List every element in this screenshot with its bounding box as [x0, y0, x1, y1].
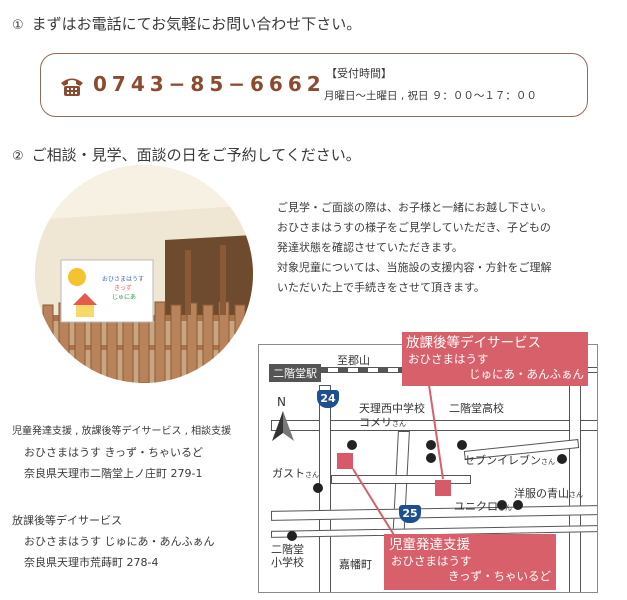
- hours-text: 月曜日〜土曜日 , 祝日 ９：００〜１７：００: [324, 90, 537, 102]
- sign-line3: じゅにあ: [112, 294, 137, 301]
- address2-category: 放課後等デイサービス: [12, 514, 122, 527]
- step1-heading: ① まずはお電話にてお気軽にお問い合わせ下さい。: [12, 13, 361, 34]
- address1-address: 奈良県天理市二階堂上ノ庄町 279-1: [24, 467, 203, 480]
- visit-description: ご見学・ご面談の際は、お子様と一緒にお越し下さい。 おひさまはうすの様子をご見学…: [277, 198, 552, 298]
- road-horizontal-middle: [331, 475, 471, 484]
- sign-line1: おひさまはうす: [102, 276, 145, 283]
- address2-address: 奈良県天理市荒蒔町 278-4: [24, 556, 159, 569]
- landmark-komeri: コメリさん: [359, 416, 406, 429]
- marker-dot: [513, 500, 523, 510]
- step2-number: ②: [12, 149, 24, 164]
- landmark-aoyama: 洋服の青山さん: [514, 487, 583, 500]
- marker-dot: [426, 453, 436, 463]
- address1-name: おひさまはうす きっず・ちゃいるど: [24, 446, 204, 459]
- address2-name: おひさまはうす じゅにあ・あんふぁん: [24, 535, 215, 548]
- callout-kids: 児童発達支援 おひさまはうす きっず・ちゃいるど: [384, 534, 556, 590]
- marker-dot: [457, 440, 467, 450]
- landmark-gusto: ガストさん: [272, 467, 319, 480]
- callout-junior-title: 放課後等デイサービス: [406, 335, 541, 351]
- callout-kids-line1: おひさまはうす: [391, 554, 472, 568]
- description-line: いただいた上で手続きをさせて頂きます。: [277, 281, 485, 294]
- contact-box: 0743−85−6662 【受付時間】 月曜日〜土曜日 , 祝日 ９：００〜１７…: [40, 53, 588, 117]
- map-station: 二階堂駅: [269, 364, 321, 382]
- callout-junior: 放課後等デイサービス おひさまはうす じゅにあ・あんふぁん: [402, 332, 588, 386]
- step1-text: まずはお電話にてお気軽にお問い合わせ下さい。: [31, 15, 362, 33]
- step2-text: ご相談・見学、面談の日をご予約してください。: [31, 146, 361, 164]
- map-direction-label: 至郡山: [337, 354, 370, 367]
- landmark-tenri-nishi: 天理西中学校: [359, 402, 425, 415]
- description-line: ご見学・ご面談の際は、お子様と一緒にお越し下さい。: [277, 201, 552, 214]
- marker-dot: [347, 440, 357, 450]
- route-25-shield: 25: [399, 505, 421, 523]
- marker-dot: [497, 500, 507, 510]
- address-block-junior: 放課後等デイサービス おひさまはうす じゅにあ・あんふぁん 奈良県天理市荒蒔町 …: [12, 510, 215, 573]
- facility-marker-kids: [337, 453, 353, 469]
- building-illustration: [35, 165, 253, 383]
- callout-kids-title: 児童発達支援: [389, 537, 470, 553]
- description-line: おひさまはうすの様子をご見学していただき、子どもの: [277, 221, 551, 234]
- landmark-nikaido-high: 二階堂高校: [449, 402, 504, 415]
- step1-number: ①: [12, 18, 24, 33]
- address1-category: 児童発達支援 , 放課後等デイサービス , 相談支援: [12, 426, 232, 437]
- marker-dot: [313, 483, 323, 493]
- callout-junior-line1: おひさまはうす: [408, 352, 489, 366]
- marker-dot: [426, 440, 436, 450]
- description-line: 発達状態を確認させていただきます。: [277, 241, 463, 254]
- hours-title: 【受付時間】: [326, 67, 392, 80]
- telephone-icon: [61, 78, 83, 96]
- landmark-nikaido-elem-2: 小学校: [271, 556, 304, 569]
- callout-kids-line2: きっず・ちゃいるど: [447, 569, 551, 583]
- marker-dot: [557, 454, 567, 464]
- area-kabe: 嘉幡町: [339, 558, 372, 571]
- marker-dot: [287, 531, 297, 541]
- sign-line2: きっず: [114, 285, 132, 292]
- callout-junior-line2: じゅにあ・あんふぁん: [469, 367, 584, 381]
- route-24-shield: 24: [317, 390, 339, 408]
- facility-photo: おひさまはうす きっず じゅにあ: [35, 165, 253, 383]
- address-block-kids: 児童発達支援 , 放課後等デイサービス , 相談支援 おひさまはうす きっず・ち…: [12, 421, 231, 484]
- north-arrow-icon: [272, 411, 294, 441]
- callout-pointers: [352, 384, 444, 536]
- phone-number[interactable]: 0743−85−6662: [93, 72, 326, 96]
- facility-marker-junior: [435, 480, 451, 496]
- landmark-nikaido-elem-1: 二階堂: [271, 543, 304, 556]
- description-line: 対象児童については、当施設の支援内容・方針をご理解: [277, 261, 552, 274]
- north-label: N: [277, 395, 286, 409]
- step2-heading: ② ご相談・見学、面談の日をご予約してください。: [12, 144, 361, 165]
- landmark-seven: セブンイレブンさん: [464, 454, 555, 467]
